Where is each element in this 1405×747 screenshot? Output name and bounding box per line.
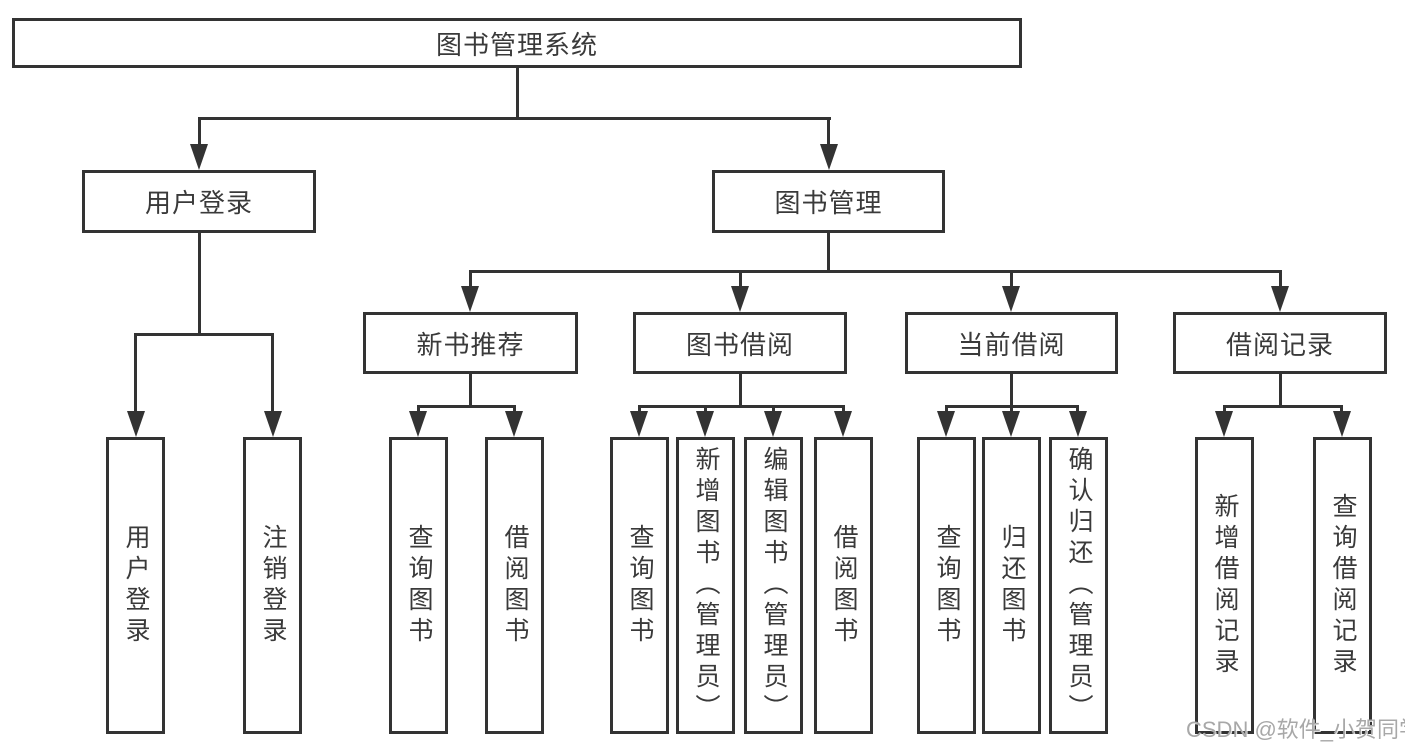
connector-line	[1279, 372, 1282, 407]
csdn-watermark: CSDN @软件_小贺同学	[1186, 717, 1405, 742]
connector-line	[1340, 405, 1343, 414]
arrow-down-icon	[127, 411, 145, 437]
connector-line	[1223, 405, 1226, 414]
leaf-current-return-books: 归还图书	[982, 437, 1041, 734]
connector-line	[469, 270, 472, 287]
leaf-borrow-query-books-label: 查询图书	[626, 523, 654, 648]
arrow-down-icon	[264, 411, 282, 437]
leaf-borrow-edit-books-admin-label: 编辑图书（管理员）	[760, 446, 788, 725]
connector-line	[772, 405, 775, 414]
arrow-down-icon	[834, 411, 852, 437]
leaf-current-confirm-return-admin: 确认归还（管理员）	[1049, 437, 1108, 734]
connector-line	[638, 405, 845, 408]
leaf-record-add-borrow-record-label: 新增借阅记录	[1211, 492, 1239, 679]
node-new-book-recommend-label: 新书推荐	[416, 329, 525, 360]
connector-line	[638, 405, 641, 414]
connector-line	[198, 117, 831, 120]
arrow-down-icon	[190, 144, 208, 170]
connector-line	[827, 117, 830, 146]
connector-line	[198, 117, 201, 146]
leaf-logout-label: 注销登录	[259, 523, 287, 648]
leaf-current-query-books-label: 查询图书	[933, 523, 961, 648]
connector-line	[271, 333, 274, 412]
leaf-borrow-borrow-books-label: 借阅图书	[830, 523, 858, 648]
leaf-borrow-add-books-admin: 新增图书（管理员）	[676, 437, 735, 734]
leaf-record-query-borrow-record-label: 查询借阅记录	[1329, 492, 1357, 679]
leaf-newbook-query-books-label: 查询图书	[405, 523, 433, 648]
node-book-management-label: 图书管理	[774, 188, 883, 218]
leaf-newbook-borrow-books-label: 借阅图书	[501, 523, 529, 648]
leaf-current-query-books: 查询图书	[917, 437, 976, 734]
arrow-down-icon	[630, 411, 648, 437]
connector-line	[704, 405, 707, 414]
arrow-down-icon	[820, 144, 838, 170]
connector-line	[134, 333, 274, 336]
connector-line	[1279, 270, 1282, 287]
node-user-login-label: 用户登录	[144, 188, 253, 218]
connector-line	[417, 405, 420, 414]
node-book-management: 图书管理	[712, 170, 945, 233]
leaf-borrow-add-books-admin-label: 新增图书（管理员）	[692, 446, 720, 725]
leaf-newbook-query-books: 查询图书	[389, 437, 448, 734]
leaf-record-query-borrow-record: 查询借阅记录	[1313, 437, 1372, 734]
connector-line	[134, 333, 137, 412]
node-borrow-record: 借阅记录	[1173, 312, 1387, 374]
leaf-borrow-query-books: 查询图书	[610, 437, 669, 734]
connector-line	[1010, 405, 1013, 414]
connector-line	[513, 405, 516, 414]
leaf-user-login: 用户登录	[106, 437, 165, 734]
arrow-down-icon	[1215, 411, 1233, 437]
connector-line	[945, 405, 948, 414]
connector-line	[1223, 405, 1343, 408]
node-current-borrow-label: 当前借阅	[957, 329, 1066, 360]
node-current-borrow: 当前借阅	[905, 312, 1118, 374]
leaf-logout: 注销登录	[243, 437, 302, 734]
arrow-down-icon	[1271, 286, 1289, 312]
arrow-down-icon	[937, 411, 955, 437]
connector-line	[417, 405, 516, 408]
node-book-borrow: 图书借阅	[633, 312, 847, 374]
node-book-borrow-label: 图书借阅	[685, 329, 794, 360]
leaf-current-return-books-label: 归还图书	[998, 523, 1026, 648]
leaf-borrow-borrow-books: 借阅图书	[814, 437, 873, 734]
arrow-down-icon	[764, 411, 782, 437]
connector-line	[1010, 270, 1013, 287]
connector-line	[827, 231, 830, 272]
connector-line	[516, 66, 519, 118]
arrow-down-icon	[461, 286, 479, 312]
connector-line	[469, 270, 1282, 273]
arrow-down-icon	[1002, 286, 1020, 312]
connector-line	[469, 372, 472, 407]
arrow-down-icon	[409, 411, 427, 437]
leaf-user-login-label: 用户登录	[122, 523, 150, 648]
leaf-current-confirm-return-admin-label: 确认归还（管理员）	[1065, 446, 1093, 725]
connector-line	[842, 405, 845, 414]
connector-line	[1010, 372, 1013, 407]
node-library-system-label: 图书管理系统	[435, 29, 598, 60]
connector-line	[1076, 405, 1079, 414]
node-new-book-recommend: 新书推荐	[363, 312, 578, 374]
leaf-borrow-edit-books-admin: 编辑图书（管理员）	[744, 437, 803, 734]
arrow-down-icon	[1333, 411, 1351, 437]
node-library-system: 图书管理系统	[12, 18, 1022, 68]
arrow-down-icon	[696, 411, 714, 437]
node-user-login: 用户登录	[82, 170, 316, 233]
leaf-record-add-borrow-record: 新增借阅记录	[1195, 437, 1254, 734]
arrow-down-icon	[1069, 411, 1087, 437]
connector-line	[198, 231, 201, 335]
arrow-down-icon	[1002, 411, 1020, 437]
node-borrow-record-label: 借阅记录	[1225, 329, 1334, 360]
connector-line	[739, 270, 742, 287]
arrow-down-icon	[731, 286, 749, 312]
leaf-newbook-borrow-books: 借阅图书	[485, 437, 544, 734]
connector-line	[739, 372, 742, 407]
arrow-down-icon	[505, 411, 523, 437]
